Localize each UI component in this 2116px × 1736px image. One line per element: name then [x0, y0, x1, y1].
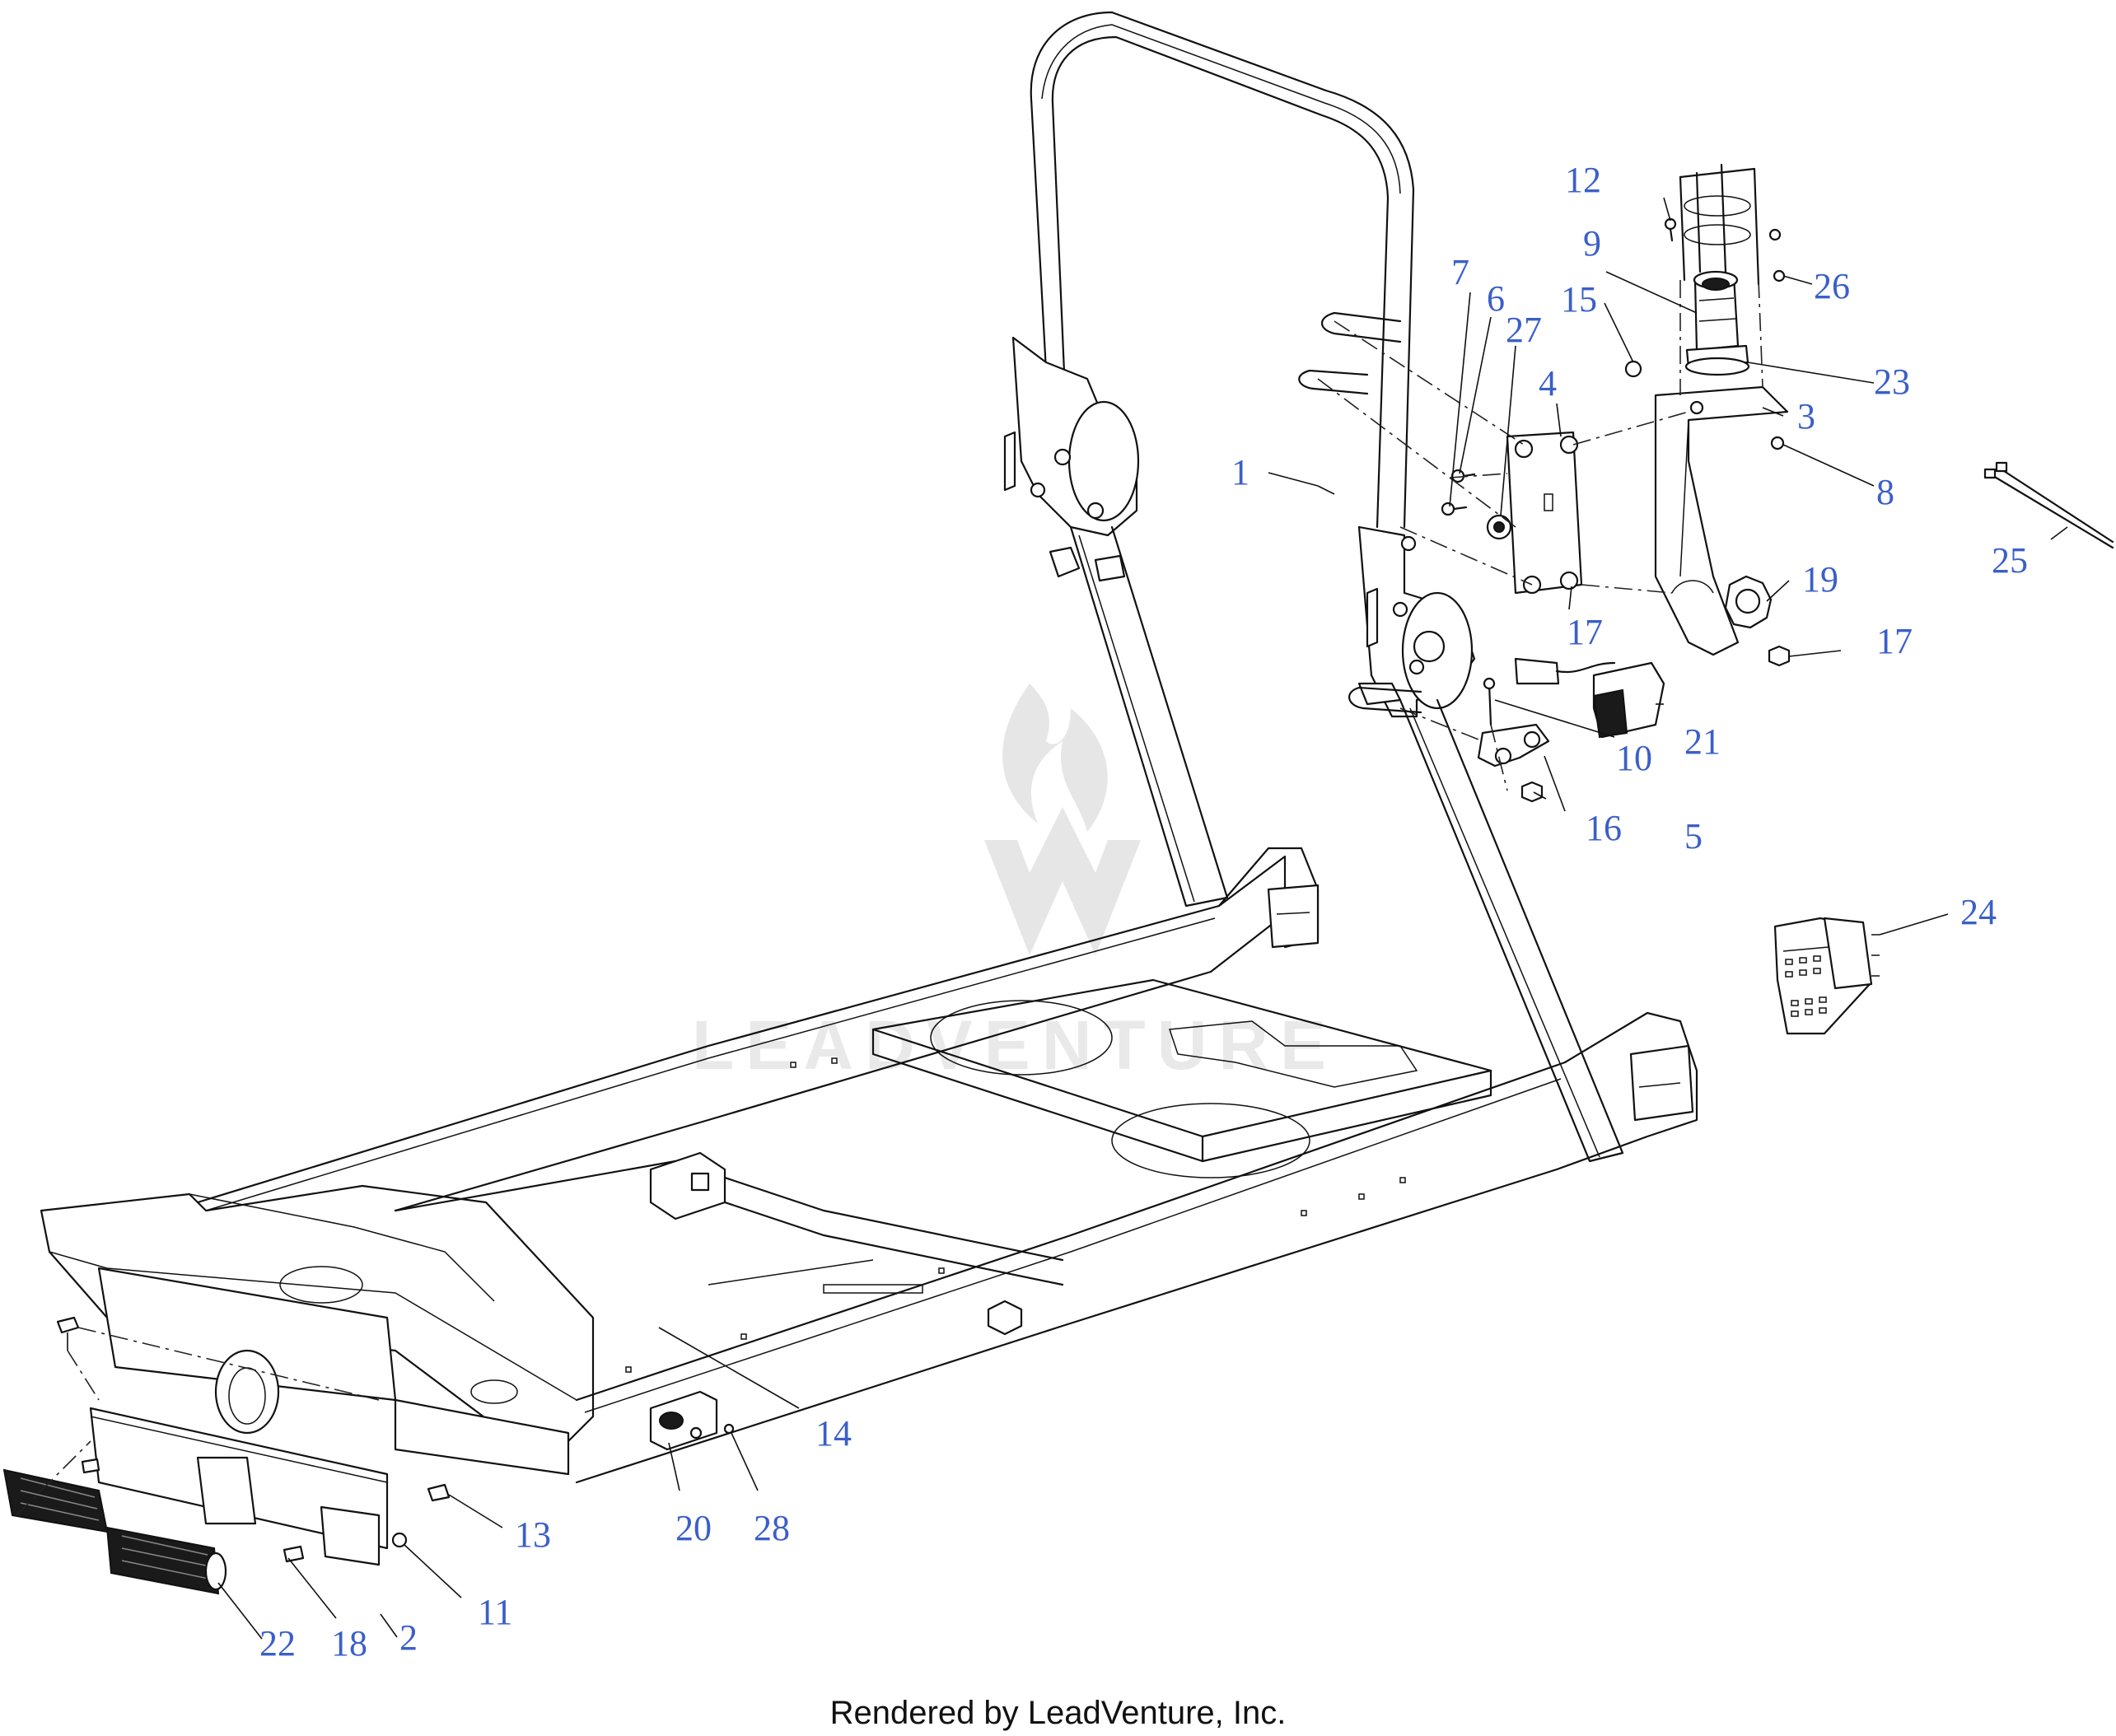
render-credit: Rendered by LeadVenture, Inc.	[829, 1695, 1287, 1731]
mower-frame	[196, 847, 1698, 1484]
pin-part-10	[1483, 677, 1496, 726]
callout-24: 24	[1960, 892, 1997, 932]
roll-bar	[1003, 11, 1624, 1163]
callout-labels: 1 2 3 4 5 6 7 8 9 10 11 12 13 14 15 16 1…	[259, 160, 2028, 1664]
light-bracket	[89, 1407, 389, 1566]
callout-22: 22	[259, 1623, 296, 1664]
callout-13: 13	[515, 1514, 551, 1555]
callout-23: 23	[1874, 362, 1910, 402]
callout-16: 16	[1586, 808, 1622, 848]
wire-harness-part-21	[1514, 657, 1665, 739]
callout-7: 7	[1451, 252, 1469, 292]
callout-9: 9	[1583, 223, 1601, 264]
callout-14: 14	[815, 1413, 852, 1454]
callout-19: 19	[1802, 559, 1838, 600]
callout-18: 18	[331, 1623, 367, 1664]
callout-10: 10	[1616, 738, 1652, 778]
callout-27: 27	[1506, 310, 1542, 350]
bracket-part-5	[1477, 723, 1550, 768]
callout-17-right: 17	[1876, 621, 1913, 661]
callout-5: 5	[1684, 816, 1703, 856]
watermark-text: LEADVENTURE	[692, 1006, 1338, 1084]
callout-1: 1	[1231, 452, 1250, 492]
callout-20: 20	[675, 1508, 712, 1548]
callout-21: 21	[1684, 721, 1721, 762]
callout-6: 6	[1487, 278, 1505, 319]
callout-25: 25	[1992, 540, 2028, 581]
assembly-centerlines	[16, 279, 1763, 1516]
callout-28: 28	[754, 1508, 790, 1548]
beacon-light	[1684, 270, 1750, 376]
beacon-cage	[1679, 163, 1760, 286]
callout-17-left: 17	[1567, 612, 1603, 652]
nut-part-17-right	[1768, 645, 1791, 667]
callout-15: 15	[1561, 279, 1597, 320]
led-light-right	[105, 1526, 227, 1595]
callout-8: 8	[1876, 472, 1894, 512]
callout-4: 4	[1539, 363, 1557, 404]
bolt-part-8	[1770, 436, 1785, 450]
callout-leaders	[217, 197, 2068, 1640]
beacon-bracket-part-3	[1654, 385, 1789, 656]
callout-3: 3	[1797, 396, 1815, 436]
part-20-housing	[649, 1390, 735, 1451]
callout-11: 11	[478, 1592, 512, 1632]
watermark-logo: LEADVENTURE	[692, 684, 1338, 1084]
front-small-parts	[56, 1316, 451, 1563]
rocker-switch-part-24	[1773, 917, 1880, 1035]
front-bumper	[40, 1184, 595, 1476]
nut-part-16	[1520, 781, 1544, 803]
callout-2: 2	[399, 1617, 418, 1658]
callout-12: 12	[1565, 160, 1601, 200]
knob-part-19	[1724, 575, 1773, 629]
callout-26: 26	[1814, 266, 1850, 306]
cable-ties-part-25	[1983, 461, 2114, 549]
led-light-left	[2, 1468, 109, 1533]
